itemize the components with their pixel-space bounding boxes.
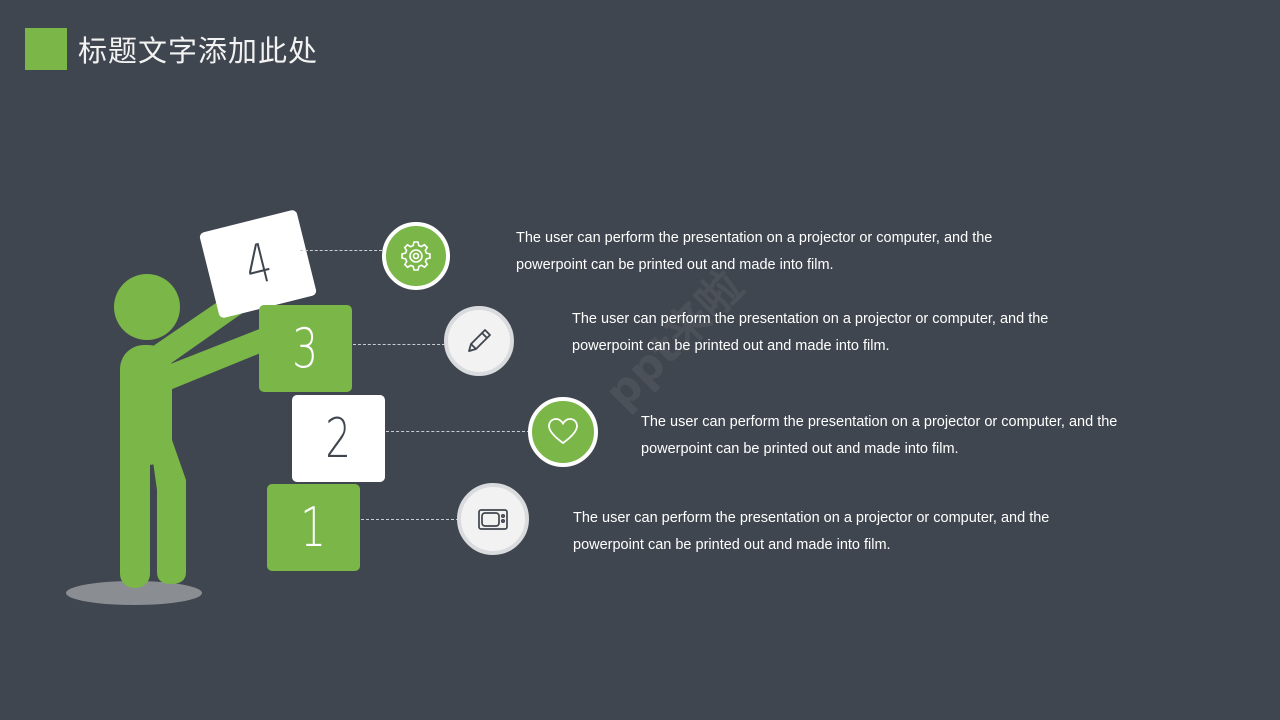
tv-icon xyxy=(478,509,508,530)
slide-title: 标题文字添加此处 xyxy=(78,34,319,68)
step-4-description: The user can perform the presentation on… xyxy=(516,230,993,273)
step-box-1: 1 xyxy=(267,484,360,571)
leader-line-3 xyxy=(353,344,445,345)
step-3-description: The user can perform the presentation on… xyxy=(572,311,1049,354)
step-1-icon-circle xyxy=(457,483,529,555)
step-box-3: 3 xyxy=(259,305,352,392)
leader-line-2 xyxy=(386,431,530,432)
step-1-description: The user can perform the presentation on… xyxy=(573,510,1050,553)
figure-left-leg xyxy=(120,420,150,588)
gear-icon xyxy=(401,241,431,271)
title-accent-square xyxy=(25,28,67,70)
leader-line-1 xyxy=(361,519,459,520)
step-3-icon-circle xyxy=(444,306,514,376)
step-box-2: 2 xyxy=(292,395,385,482)
figure-shadow xyxy=(66,581,202,605)
step-4-icon-circle xyxy=(382,222,450,290)
figure-lower-arm xyxy=(150,328,268,394)
figure-head xyxy=(114,274,180,340)
figure-right-leg xyxy=(150,440,186,584)
step-2-description: The user can perform the presentation on… xyxy=(641,414,1118,457)
leader-line-4 xyxy=(300,250,382,251)
pencil-icon xyxy=(468,329,491,352)
step-2-icon-circle xyxy=(528,397,598,467)
heart-icon xyxy=(548,418,578,445)
